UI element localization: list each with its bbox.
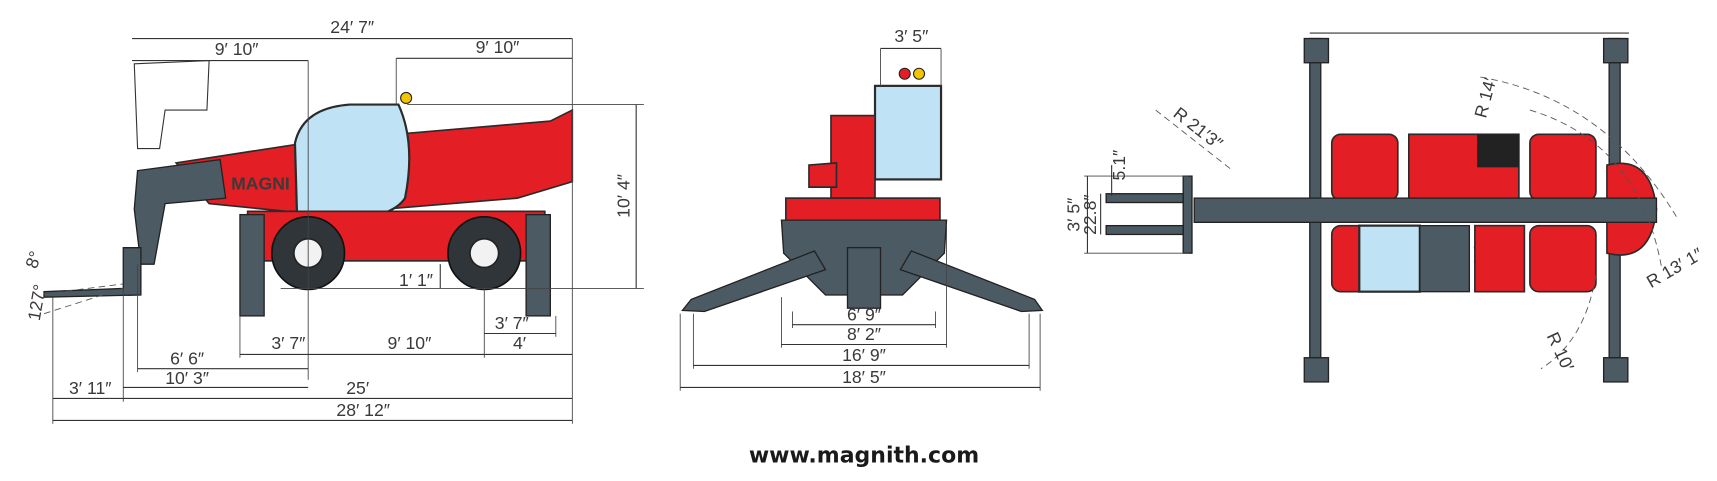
wheel-rear-right xyxy=(1529,224,1597,293)
swing-arc-r14 xyxy=(1480,76,1679,221)
front-view-machine xyxy=(681,67,1044,313)
dim-overall-width: 8′ 2″ xyxy=(847,324,881,344)
left-stabilizer-leg xyxy=(681,250,827,313)
boom-top xyxy=(1193,197,1658,223)
dim-radius-rear: R 13′ 1″ xyxy=(1643,244,1706,292)
dim-fork-spread: 22.8″ xyxy=(1080,194,1100,235)
dim-cab-width: 3′ 5″ xyxy=(894,26,928,46)
boom-head xyxy=(133,158,227,265)
top-view-machine xyxy=(1105,37,1658,383)
dim-stabilizer-span-outer: 18′ 5″ xyxy=(842,367,886,387)
stabilizer-pad xyxy=(1602,357,1629,383)
cab-rear-top xyxy=(1419,224,1471,293)
stabilizer-pad xyxy=(1602,37,1629,64)
dim-fork-tilt-down: 127° xyxy=(24,283,50,322)
dim-track-width: 6′ 9″ xyxy=(847,304,881,324)
dim-fork-length: 3′ 11″ xyxy=(69,378,112,398)
dim-rear-overhang-top: 9′ 10″ xyxy=(476,37,520,57)
dim-rear-axle-to-end: 4′ xyxy=(513,333,526,353)
dim-ground-clearance: 1′ 1″ xyxy=(399,270,433,290)
wheel-front-left xyxy=(1330,133,1399,202)
dim-height: 10′ 4″ xyxy=(614,174,634,218)
stabilizer-pad xyxy=(1303,357,1330,383)
fork-tines-front xyxy=(846,246,882,309)
front-cab xyxy=(873,84,943,181)
dim-stabilizer-span-inner: 16′ 9″ xyxy=(842,345,886,365)
red-beacon xyxy=(898,67,911,80)
dim-wheelbase: 9′ 10″ xyxy=(388,333,432,353)
front-counterweight xyxy=(808,162,838,188)
brand-logo: MAGNI xyxy=(231,173,290,193)
wheel-rear-left xyxy=(1529,133,1597,202)
front-chassis xyxy=(785,197,941,224)
dim-front-overhang-top: 9′ 10″ xyxy=(215,39,259,59)
cab xyxy=(293,103,411,222)
dim-fork-width: 5.1″ xyxy=(1109,150,1129,181)
swing-arc-r10 xyxy=(1540,275,1597,370)
dim-rear-stabilizer-to-axle: 3′ 7″ xyxy=(495,313,529,333)
raised-boom-ghost xyxy=(133,59,210,150)
body-top-right xyxy=(1474,224,1526,293)
front-stabilizer xyxy=(239,213,265,317)
swing-arc-r21 xyxy=(1155,109,1233,171)
dim-radius-inner: R 10′ xyxy=(1543,329,1578,374)
swing-arc-r13 xyxy=(1529,109,1663,270)
fork-tine-left xyxy=(1105,193,1184,204)
rear-stabilizer xyxy=(525,213,551,317)
dim-radius-boom-head: R 14′ xyxy=(1470,76,1500,120)
front-view: 3′ 5″ 6′ 9″ 8′ 2″ 16′ 9″ 18′ 5″ xyxy=(679,26,1044,391)
dim-overall-length: 28′ 12″ xyxy=(336,400,390,420)
side-view-machine: MAGNI xyxy=(43,59,574,317)
cab-top xyxy=(1358,224,1421,293)
fork xyxy=(43,246,142,298)
website-url: www.magnith.com xyxy=(749,443,979,468)
fork-carriage-top xyxy=(1182,175,1193,254)
beacon-light xyxy=(400,91,413,105)
dim-front-stabilizer-to-axle: 3′ 7″ xyxy=(271,333,305,353)
dim-length-to-fork-face: 25′ xyxy=(346,378,369,398)
dim-carriage-to-front-axle: 6′ 6″ xyxy=(170,348,204,368)
amber-beacon xyxy=(912,67,926,80)
dim-fork-heel-to-front-axle: 10′ 3″ xyxy=(165,368,209,388)
right-stabilizer-leg xyxy=(899,250,1044,313)
side-view: MAGNI 24′ 7″ 9′ 10″ 9′ 10″ 10′ 4″ 1′ 1″ xyxy=(21,17,644,424)
fork-tine-right xyxy=(1105,224,1184,236)
engine-grille xyxy=(1477,134,1519,168)
dim-fork-tilt-up: 8° xyxy=(21,248,46,271)
dim-overall-boom-length: 24′ 7″ xyxy=(330,17,374,37)
stabilizer-pad xyxy=(1303,37,1330,64)
top-view: 3′ 5″ 22.8″ 5.1″ R 21′3″ R 14′ R 13′ 1″ … xyxy=(1064,32,1706,383)
dim-fork-carriage-width: 3′ 5″ xyxy=(1064,198,1084,232)
front-boom-housing xyxy=(830,114,876,199)
rear-rim xyxy=(469,238,500,269)
dim-radius-forks: R 21′3″ xyxy=(1170,103,1227,154)
